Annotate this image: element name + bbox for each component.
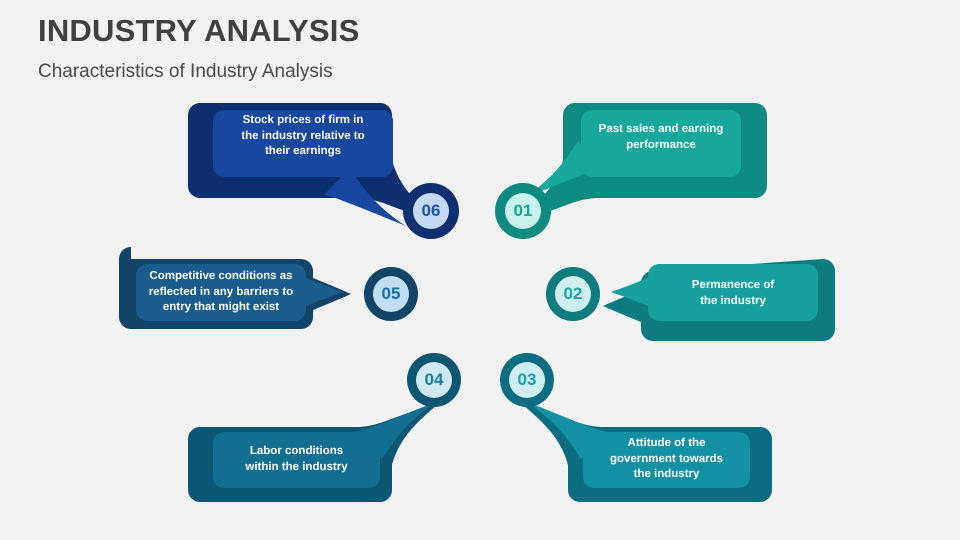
node-01-inner-disc [505,193,541,229]
node-04-inner-disc [416,362,452,398]
callout-01[interactable] [513,103,767,224]
callout-01-panel [581,110,741,177]
callout-04-tail [356,401,438,459]
callout-03-tail [525,401,607,459]
header: INDUSTRY ANALYSIS Characteristics of Ind… [38,13,360,83]
callout-06-tail [324,168,406,226]
callout-04-panel [213,432,380,488]
node-circle-06[interactable] [403,183,459,239]
node-circle-01[interactable] [495,183,551,239]
callout-04[interactable] [188,401,442,502]
callout-05-tail [301,276,343,308]
callout-03-panel [583,432,750,488]
callout-01-tail [522,141,604,199]
callout-02[interactable] [603,259,835,341]
callout-06-panel [213,110,393,177]
node-05-inner-disc [373,276,409,312]
callout-03[interactable] [518,401,772,502]
callout-02-tail [611,276,653,308]
callout-05[interactable] [119,247,351,329]
callout-06[interactable] [188,103,442,226]
page-subtitle: Characteristics of Industry Analysis [38,61,333,83]
node-circle-03[interactable] [500,353,554,407]
callout-05-panel [136,264,306,321]
callout-02-panel [648,264,818,321]
node-02-inner-disc [555,276,591,312]
node-06-inner-disc [413,193,449,229]
node-03-inner-disc [509,362,545,398]
node-circle-04[interactable] [407,353,461,407]
node-circle-02[interactable] [546,267,600,321]
node-circle-05[interactable] [364,267,418,321]
page-title: INDUSTRY ANALYSIS [38,13,360,48]
